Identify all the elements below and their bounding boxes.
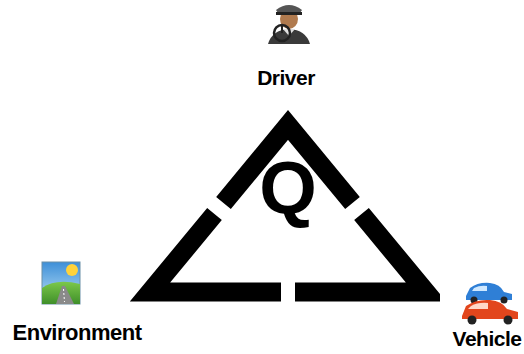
triangle-node: Q [130,100,440,310]
center-letter: Q [259,151,317,225]
corner-label: Environment [13,321,142,345]
triangle-side [295,214,426,292]
corner-label: Vehicle [453,327,522,350]
driver-icon [268,5,310,44]
vehicle-icon [462,283,518,325]
environment-icon [42,262,80,304]
triangle-side [150,214,281,292]
corner-label: Driver [257,66,315,89]
